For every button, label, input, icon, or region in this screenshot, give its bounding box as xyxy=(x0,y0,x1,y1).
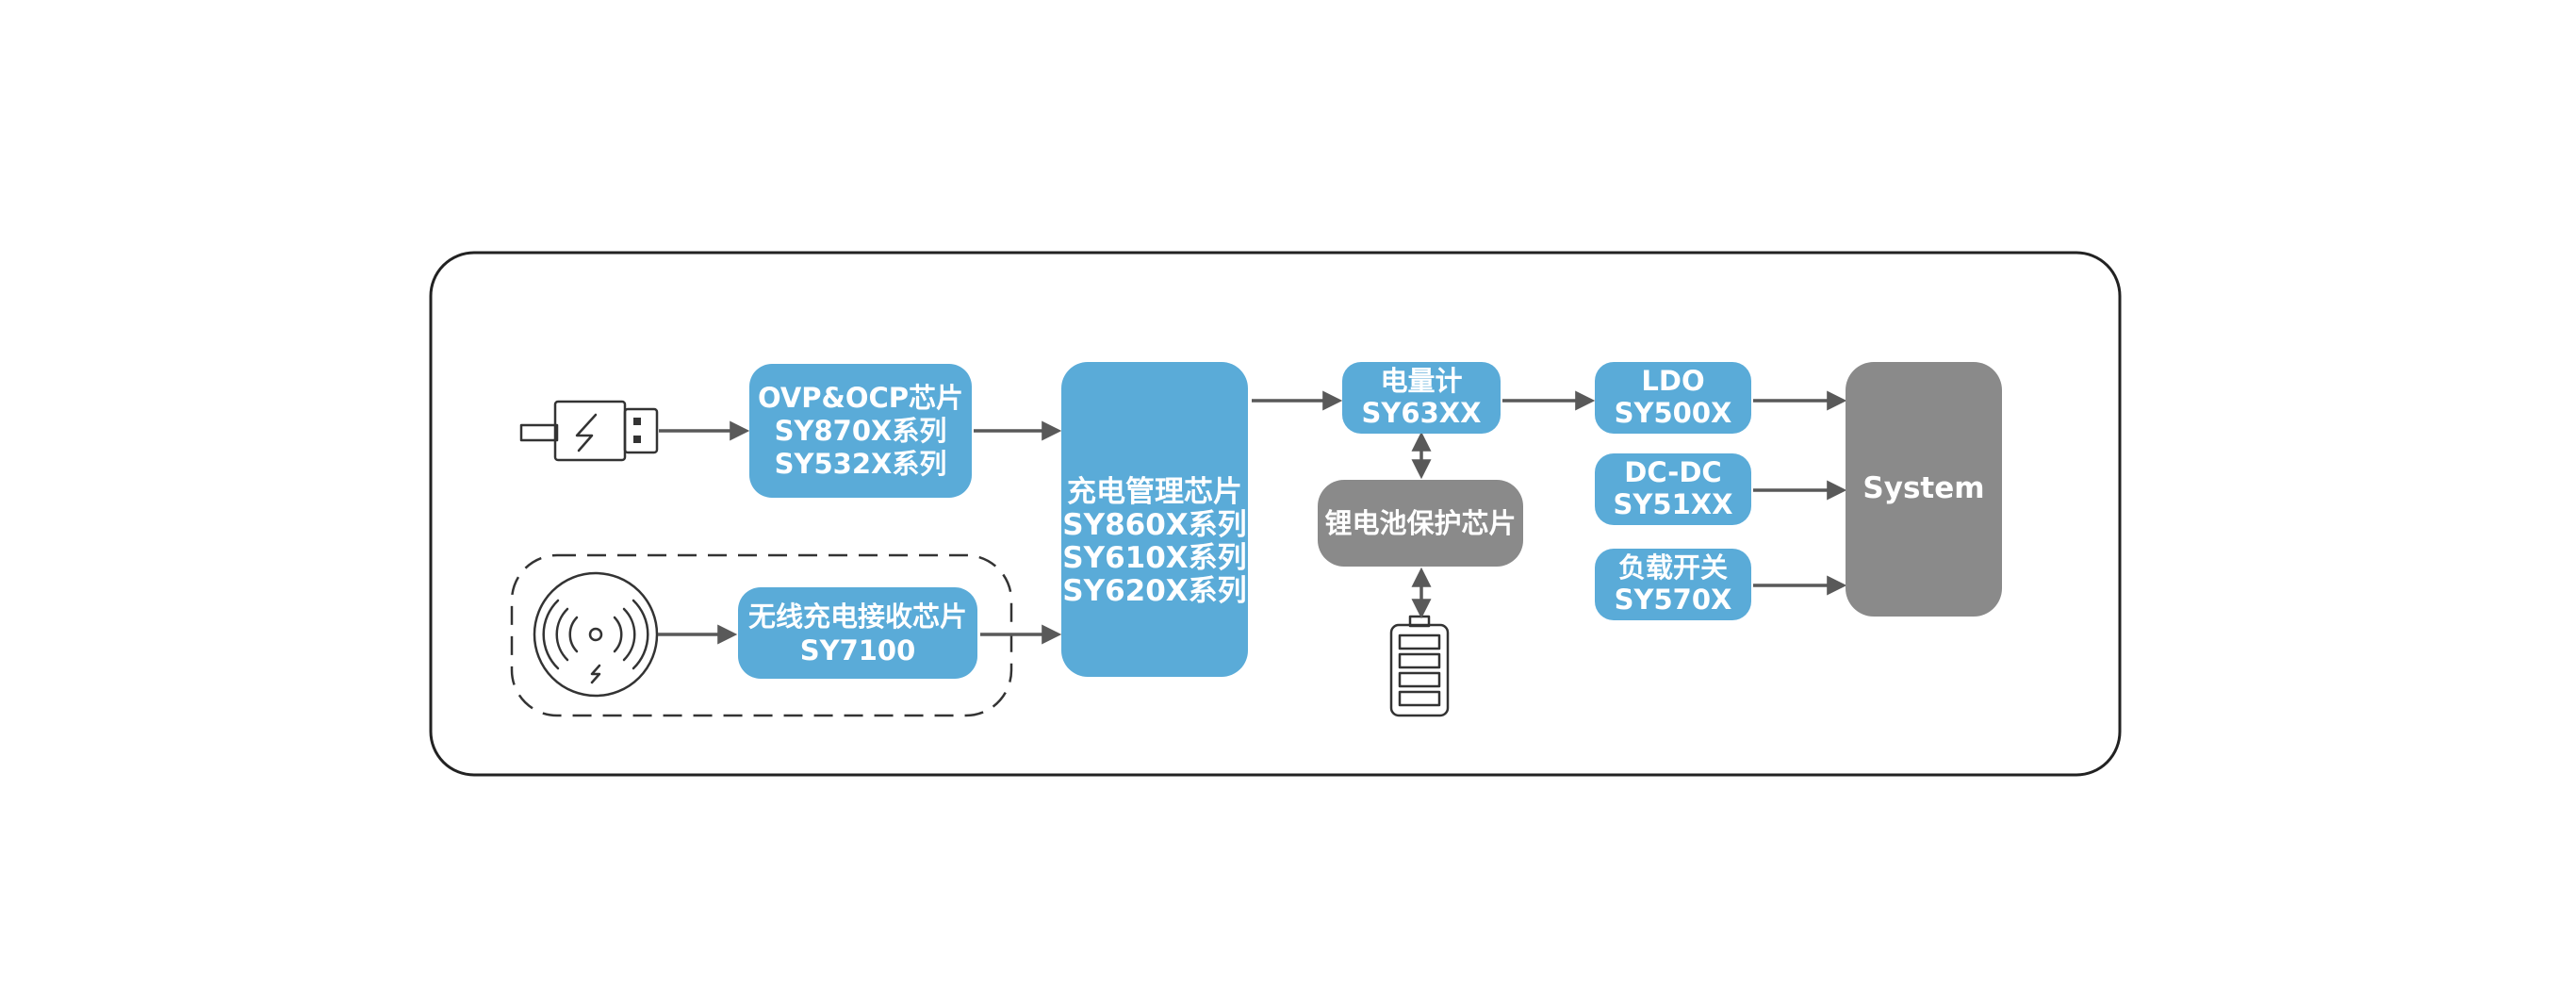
charger-line-1: 充电管理芯片 xyxy=(1067,475,1242,509)
charger-chip-block: 充电管理芯片 SY860X系列 SY610X系列 SY620X系列 xyxy=(1061,362,1248,677)
ovp-line-1: OVP&OCP芯片 xyxy=(758,382,963,414)
ovp-line-3: SY532X系列 xyxy=(775,448,947,480)
ldo-line-1: LDO xyxy=(1641,365,1704,397)
charger-line-2: SY860X系列 xyxy=(1062,508,1246,542)
ldo-line-2: SY500X xyxy=(1615,397,1732,429)
charger-line-4: SY620X系列 xyxy=(1062,574,1246,608)
load-switch-line-1: 负载开关 xyxy=(1618,551,1728,584)
wireless-rx-line-2: SY7100 xyxy=(800,634,916,666)
dcdc-line-2: SY51XX xyxy=(1614,488,1733,520)
wireless-charging-pad-icon xyxy=(533,571,659,698)
fuel-gauge-block: 电量计 SY63XX xyxy=(1342,362,1501,434)
ldo-block: LDO SY500X xyxy=(1595,362,1751,434)
dcdc-block: DC-DC SY51XX xyxy=(1595,453,1751,525)
ovp-ocp-chip-block: OVP&OCP芯片 SY870X系列 SY532X系列 xyxy=(749,364,972,498)
system-block: System xyxy=(1846,362,2002,617)
load-switch-line-2: SY570X xyxy=(1615,584,1732,616)
charger-line-3: SY610X系列 xyxy=(1062,541,1246,575)
fuel-gauge-line-1: 电量计 xyxy=(1380,365,1462,397)
battery-icon xyxy=(1389,615,1450,717)
load-switch-block: 负载开关 SY570X xyxy=(1595,549,1751,620)
system-label: System xyxy=(1862,471,1984,505)
battery-protection-chip-block: 锂电池保护芯片 xyxy=(1318,480,1523,567)
battery-protect-label: 锂电池保护芯片 xyxy=(1324,507,1516,539)
wireless-rx-line-1: 无线充电接收芯片 xyxy=(748,600,967,633)
ovp-line-2: SY870X系列 xyxy=(775,415,947,447)
fuel-gauge-line-2: SY63XX xyxy=(1362,397,1482,429)
wireless-receiver-chip-block: 无线充电接收芯片 SY7100 xyxy=(738,587,977,679)
usb-plug-icon xyxy=(519,400,659,462)
dcdc-line-1: DC-DC xyxy=(1624,456,1721,488)
